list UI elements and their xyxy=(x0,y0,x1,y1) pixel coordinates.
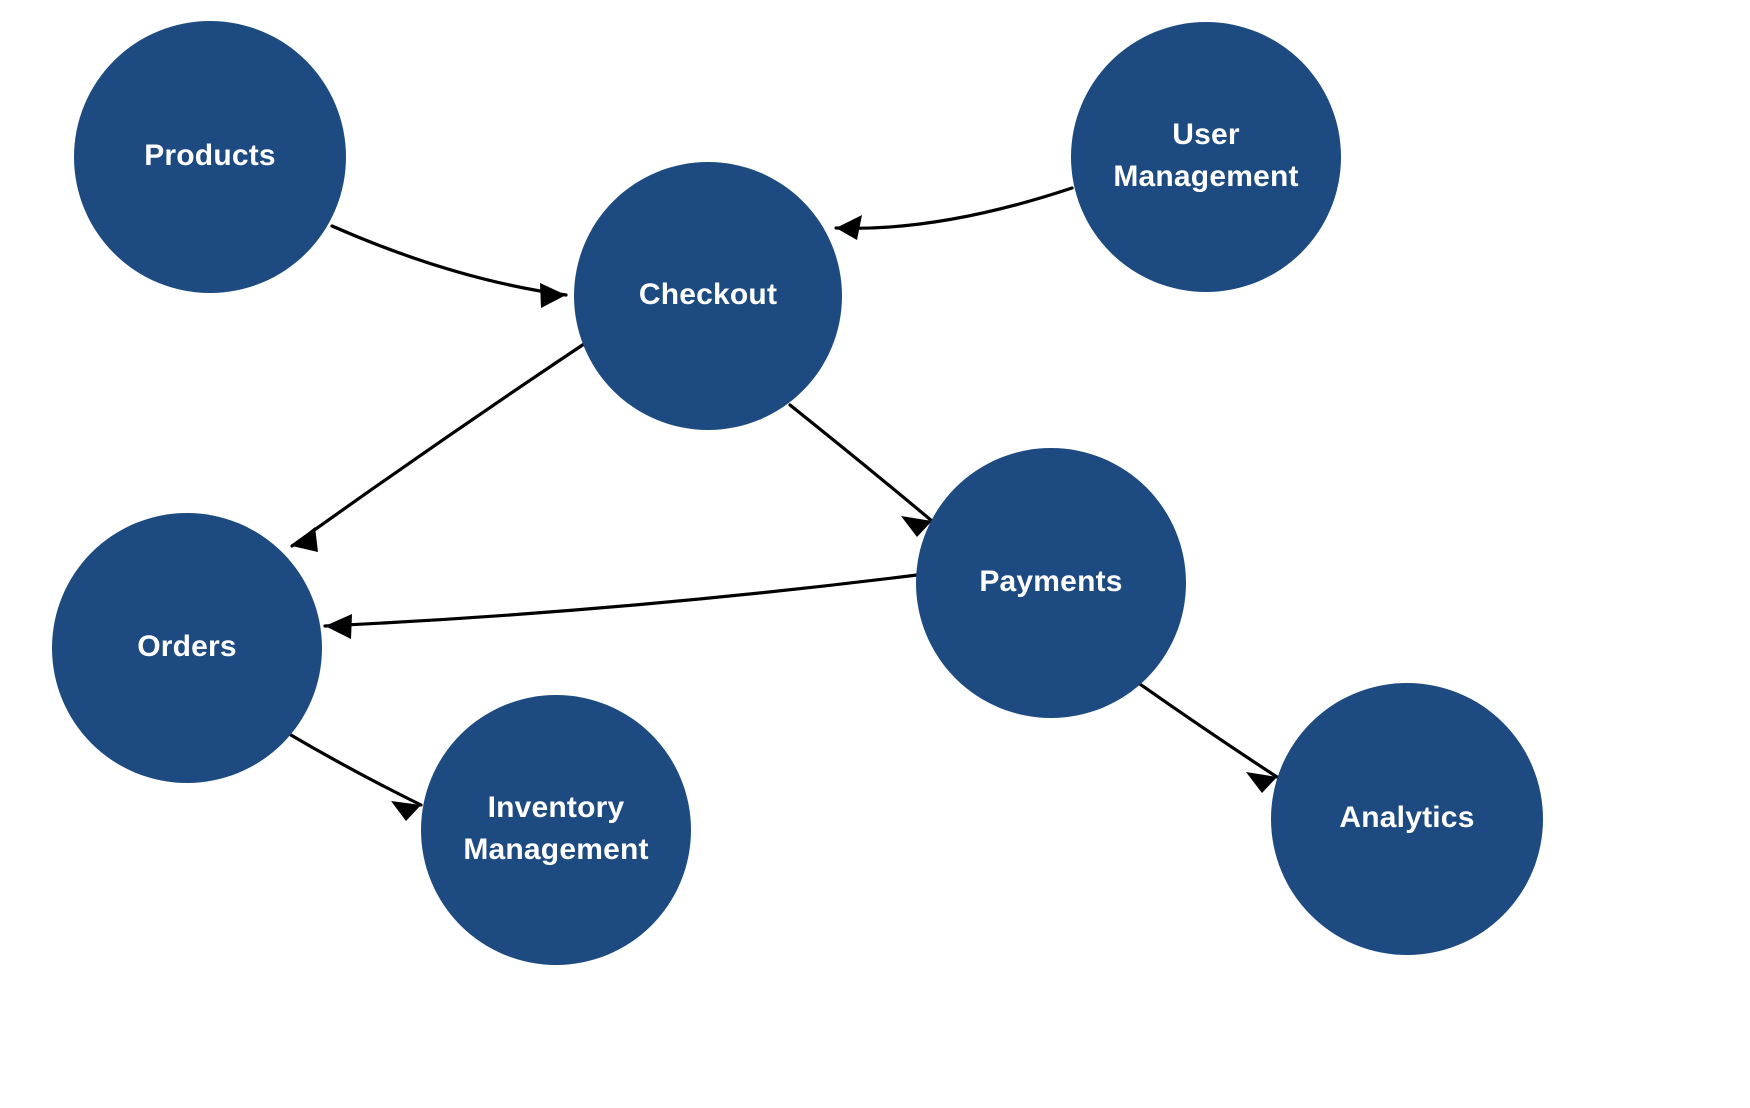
node-label: Products xyxy=(144,139,276,172)
node-circle[interactable] xyxy=(421,695,691,965)
node-circle[interactable] xyxy=(1071,22,1341,292)
node-label-line: Payments xyxy=(979,565,1122,598)
node-label: Analytics xyxy=(1339,801,1474,834)
node-products[interactable]: Products xyxy=(74,21,346,293)
edge-line xyxy=(788,403,934,523)
edge-payments-to-analytics xyxy=(1135,680,1279,793)
edge-checkout-to-orders xyxy=(290,338,592,552)
arrowhead-icon xyxy=(836,215,862,240)
node-label-line: Management xyxy=(1113,160,1298,193)
node-orders[interactable]: Orders xyxy=(52,513,322,783)
edge-line xyxy=(1135,680,1279,779)
node-label-line: Orders xyxy=(137,630,237,663)
node-checkout[interactable]: Checkout xyxy=(574,162,842,430)
node-circle[interactable] xyxy=(574,162,842,430)
arrowhead-icon xyxy=(1246,772,1277,793)
arrowhead-icon xyxy=(391,801,421,821)
node-label-line: Inventory xyxy=(488,791,625,824)
node-label: Orders xyxy=(137,630,237,663)
node-label-line: Management xyxy=(463,833,648,866)
edge-line xyxy=(330,224,568,297)
edge-line xyxy=(323,573,919,628)
node-circle[interactable] xyxy=(74,21,346,293)
arrowhead-icon xyxy=(292,527,318,552)
node-circle[interactable] xyxy=(916,448,1186,718)
edge-line xyxy=(282,729,423,807)
node-label-line: Products xyxy=(144,139,276,172)
edge-line xyxy=(834,186,1074,230)
arrowhead-icon xyxy=(901,516,932,537)
node-label-line: Checkout xyxy=(639,278,777,311)
edge-line xyxy=(290,338,592,548)
node-circle[interactable] xyxy=(52,513,322,783)
node-label-line: Analytics xyxy=(1339,801,1474,834)
node-label-line: User xyxy=(1172,118,1240,151)
arrowhead-icon xyxy=(325,614,352,639)
edge-orders-to-inventory-management xyxy=(282,729,423,821)
node-analytics[interactable]: Analytics xyxy=(1271,683,1543,955)
edge-payments-to-orders xyxy=(323,573,919,639)
node-payments[interactable]: Payments xyxy=(916,448,1186,718)
edge-checkout-to-payments xyxy=(788,403,934,537)
edge-products-to-checkout xyxy=(330,224,568,308)
node-label: Payments xyxy=(979,565,1122,598)
node-label: Checkout xyxy=(639,278,777,311)
node-circle[interactable] xyxy=(1271,683,1543,955)
arrowhead-icon xyxy=(540,283,566,308)
edge-user-management-to-checkout xyxy=(834,186,1074,240)
edges-layer xyxy=(282,186,1279,821)
